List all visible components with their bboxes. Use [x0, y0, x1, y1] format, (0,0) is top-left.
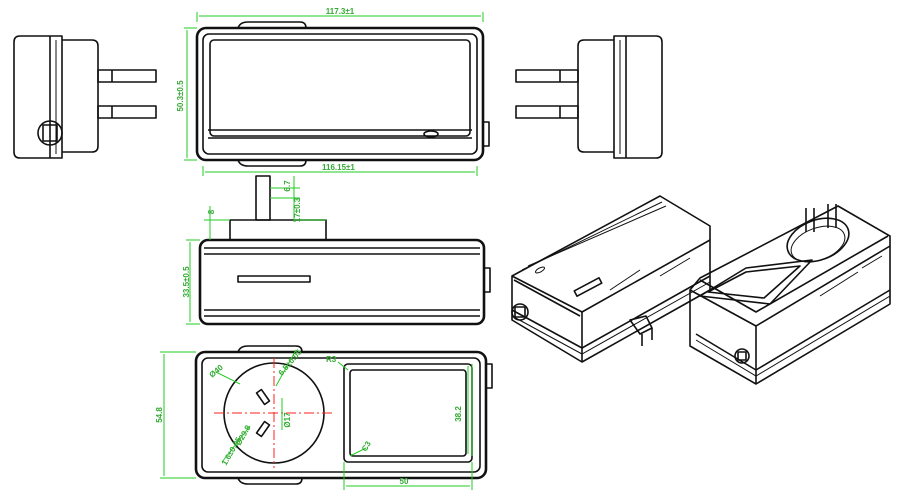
dim-label-height: 38.2	[454, 406, 463, 422]
top-view-dimensions: 117.3±1 50.3±0.5 116.15±1	[176, 7, 484, 176]
dim-top-width: 117.3±1	[326, 7, 355, 16]
dim-pin-a: 6.7	[283, 180, 292, 192]
right-side-view	[515, 35, 663, 159]
left-side-view	[13, 35, 157, 159]
dim-label-width: 50	[400, 477, 409, 486]
dim-pin-b: 17±0.3	[293, 197, 302, 222]
dim-pin-c: 8	[207, 209, 216, 214]
dim-bottom-width: 116.15±1	[322, 163, 355, 172]
dim-radius-2: C3	[360, 439, 373, 453]
bottom-face-view	[194, 345, 493, 485]
top-front-view	[195, 21, 490, 167]
dim-side-height: 33.5±0.5	[182, 266, 191, 298]
isometric-view-left	[511, 195, 711, 363]
isometric-view-right	[689, 204, 891, 385]
side-view-dimensions: 6.7 17±0.3 8 33.5±0.5	[182, 176, 326, 325]
middle-side-view	[198, 175, 491, 326]
dim-dia-1: Ø40	[208, 363, 226, 380]
dim-top-height: 50.3±0.5	[176, 80, 185, 112]
dim-dia-3: Ø29.8	[234, 423, 253, 447]
dim-radius-1: R3	[326, 355, 337, 364]
dim-base-height: 54.8	[155, 407, 164, 423]
dim-pin-spacing: Ø17	[283, 412, 292, 428]
